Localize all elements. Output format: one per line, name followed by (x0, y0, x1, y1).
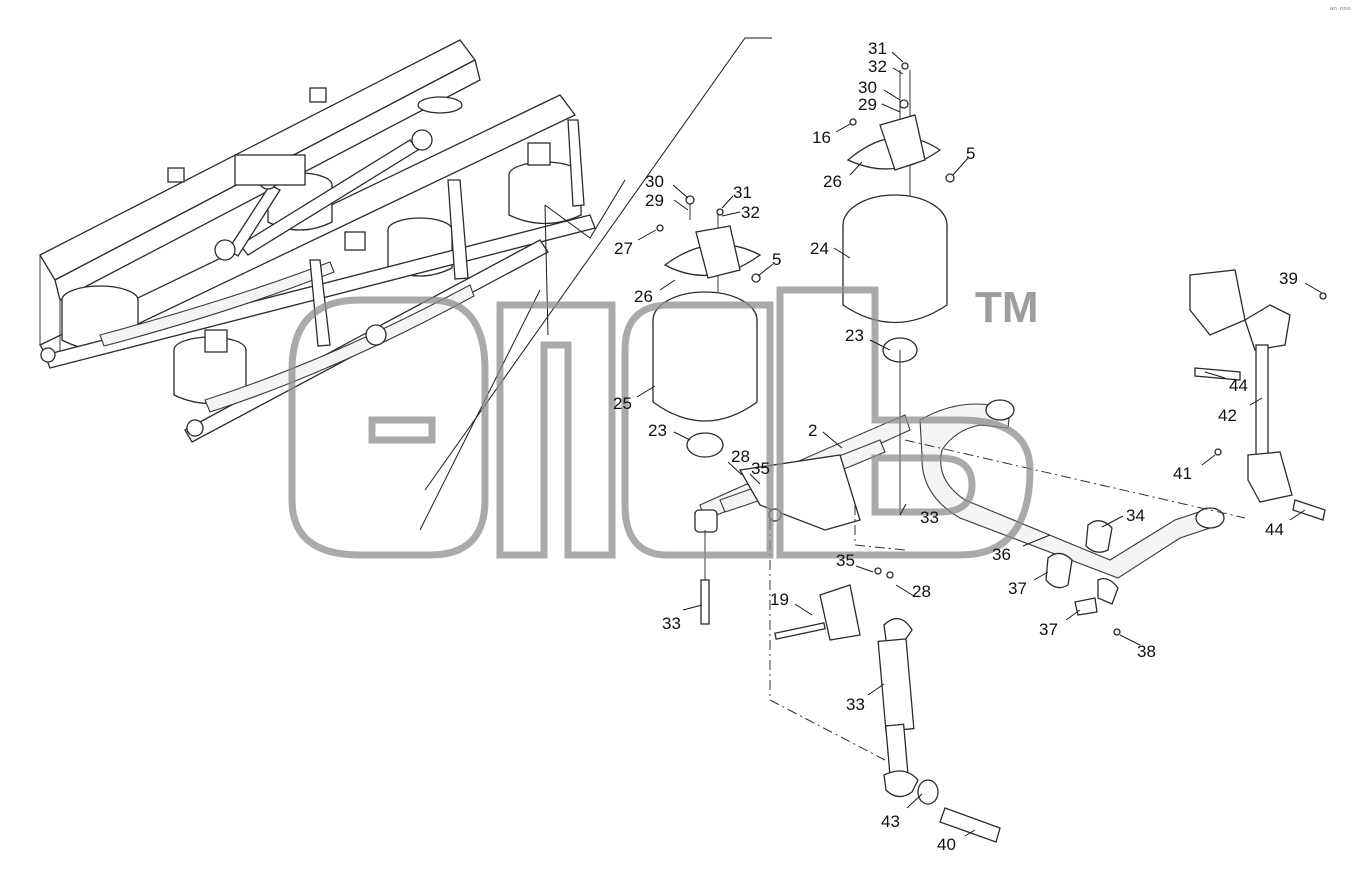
callout-23-lower: 23 (648, 421, 667, 440)
callout-30-upper: 30 (858, 78, 877, 97)
callout-26-upper: 26 (823, 172, 842, 191)
callout-37-lower: 37 (1008, 579, 1027, 598)
callout-25: 25 (613, 394, 632, 413)
callout-44-lower: 41 (1173, 464, 1192, 483)
callout-33-left: 33 (662, 614, 681, 633)
callout-36: 40 (937, 835, 956, 854)
callout-28-upper: 28 (731, 447, 750, 466)
callout-32-lower: 32 (741, 203, 760, 222)
callout-32-upper: 32 (868, 57, 887, 76)
callout-33-right: 33 (920, 508, 939, 527)
callout-leaders (636, 51, 1323, 837)
callout-39: 38 (1137, 642, 1156, 661)
callout-42-lower: 44 (1265, 520, 1284, 539)
callout-23-upper: 23 (845, 326, 864, 345)
exploded-parts-view (652, 62, 1327, 843)
assembled-suspension-view (39, 37, 772, 531)
callout-30-lower: 30 (645, 172, 664, 191)
callout-43: 33 (846, 695, 865, 714)
callout-26-lower: 26 (634, 287, 653, 306)
callout-16: 16 (812, 128, 831, 147)
callout-2: 2 (808, 421, 817, 440)
callout-44-upper: 39 (1279, 269, 1298, 288)
callout-19: 19 (770, 590, 789, 609)
callout-35-lower: 35 (836, 551, 855, 570)
callout-5-upper: 5 (966, 144, 975, 163)
trademark-mark: TM (975, 283, 1039, 332)
callout-28-lower: 28 (912, 582, 931, 601)
callout-numbers: 31 32 30 29 16 5 26 24 30 29 31 32 27 5 … (613, 39, 1298, 854)
callout-29-upper: 29 (858, 95, 877, 114)
callout-5-lower: 5 (772, 250, 781, 269)
callout-27: 27 (614, 239, 633, 258)
callout-34: 36 (992, 545, 1011, 564)
callout-29-lower: 29 (645, 191, 664, 210)
callout-40: 43 (881, 812, 900, 831)
callout-31-lower: 31 (733, 183, 752, 202)
callout-35-upper: 35 (751, 459, 770, 478)
callout-38: 37 (1039, 620, 1058, 639)
callout-42-upper: 44 (1229, 376, 1248, 395)
corner-mark: ᵃⁿ ᵒᵒᵒ (1329, 6, 1351, 16)
watermark-logo: TM (288, 283, 1039, 559)
callout-31-upper: 31 (868, 39, 887, 58)
callout-37-upper: 34 (1126, 506, 1145, 525)
callout-24: 24 (810, 239, 829, 258)
callout-41: 42 (1218, 406, 1237, 425)
